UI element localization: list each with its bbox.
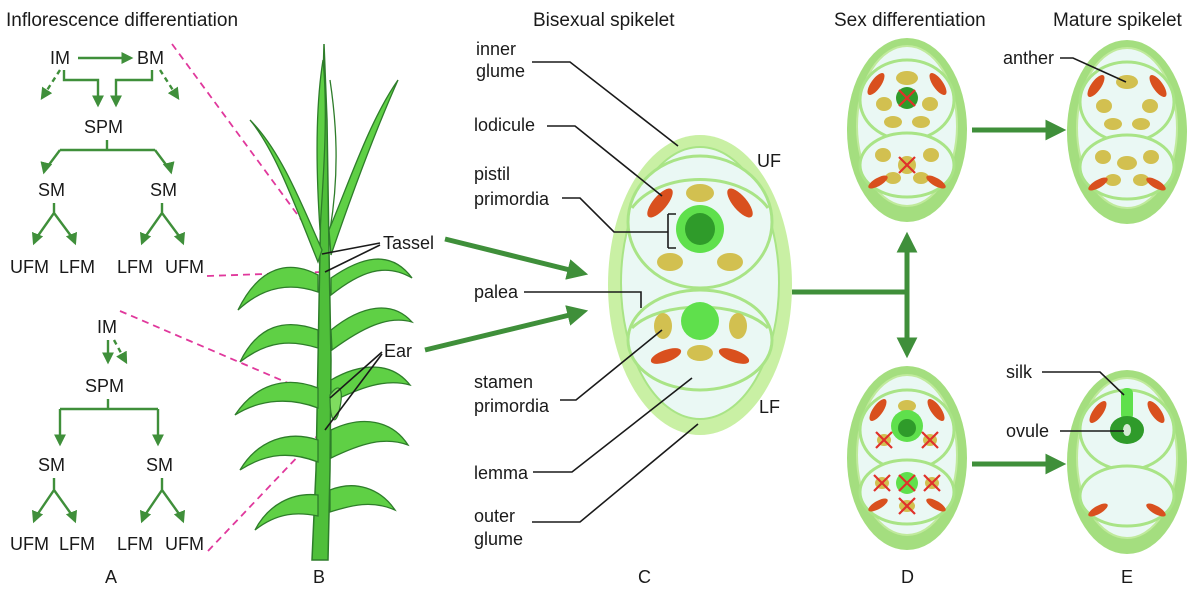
- tree-leaf-lfm-2: LFM: [117, 257, 153, 277]
- label-stamen-2: primordia: [474, 396, 550, 416]
- tree2-leaf-lfm-1: LFM: [59, 534, 95, 554]
- tassel-meristem-tree: IM BM SPM SM SM UFM LFM LFM UFM: [10, 48, 204, 277]
- tree2-leaf-ufm-1: UFM: [10, 534, 49, 554]
- panel-letter-e: E: [1121, 567, 1133, 587]
- tree2-leaf-ufm-2: UFM: [165, 534, 204, 554]
- label-inner-glume-1: inner: [476, 39, 516, 59]
- label-lemma: lemma: [474, 463, 529, 483]
- spm-branch: [44, 140, 171, 171]
- sm-left-branch: [34, 203, 75, 241]
- ear-meristem-tree: IM SPM SM SM UFM LFM LFM UFM: [10, 317, 204, 554]
- label-inner-glume-2: glume: [476, 61, 525, 81]
- label-ovule: ovule: [1006, 421, 1049, 441]
- bm-dashed-arrow: [158, 69, 180, 101]
- label-stamen-1: stamen: [474, 372, 533, 392]
- label-pistil-1: pistil: [474, 164, 510, 184]
- label-silk: silk: [1006, 362, 1033, 382]
- tassel-to-spikelet-arrow: [444, 236, 589, 280]
- tree-node-sm-right: SM: [150, 180, 177, 200]
- tree2-leaf-lfm-2: LFM: [117, 534, 153, 554]
- tree-node-spm: SPM: [84, 117, 123, 137]
- label-outer-glume-2: glume: [474, 529, 523, 549]
- tree-node-sm-left: SM: [38, 180, 65, 200]
- plant-labels: Tassel Ear: [321, 233, 434, 431]
- label-outer-glume-1: outer: [474, 506, 515, 526]
- label-lf: LF: [759, 397, 780, 417]
- tree-leaf-ufm-2: UFM: [165, 257, 204, 277]
- tree2-node-spm: SPM: [85, 376, 124, 396]
- title-sex-differentiation: Sex differentiation: [834, 10, 986, 31]
- label-palea: palea: [474, 282, 519, 302]
- ear-to-spikelet-arrow: [424, 305, 589, 353]
- im-to-spm-arrow: [62, 70, 104, 108]
- mature-labels: anther silk ovule: [1003, 48, 1127, 441]
- panel-letter-a: A: [105, 567, 117, 587]
- tree-node-im: IM: [50, 48, 70, 68]
- title-mature-spikelet: Mature spikelet: [1053, 10, 1183, 31]
- title-inflorescence-differentiation: Inflorescence differentiation: [6, 10, 238, 31]
- tree2-node-sm-right: SM: [146, 455, 173, 475]
- tree-leaf-ufm-1: UFM: [10, 257, 49, 277]
- tree2-spm-branch: [58, 399, 160, 440]
- maize-plant-illustration: [234, 43, 415, 561]
- label-pistil-2: primordia: [474, 189, 550, 209]
- label-lodicule: lodicule: [474, 115, 535, 135]
- panel-letter-b: B: [313, 567, 325, 587]
- label-uf: UF: [757, 151, 781, 171]
- ear-spikelet-differentiated: [847, 366, 967, 550]
- panel-letter-d: D: [901, 567, 914, 587]
- im-dashed-arrow: [40, 69, 62, 101]
- label-anther: anther: [1003, 48, 1054, 68]
- tree2-node-sm-left: SM: [38, 455, 65, 475]
- title-bisexual-spikelet: Bisexual spikelet: [533, 10, 675, 31]
- tree-leaf-lfm-1: LFM: [59, 257, 95, 277]
- tree2-node-im: IM: [97, 317, 117, 337]
- bisexual-spikelet-diagram: [608, 135, 792, 435]
- tassel-spikelet-differentiated: [847, 38, 967, 222]
- panel-letter-c: C: [638, 567, 651, 587]
- bm-to-spm-arrow: [110, 70, 154, 108]
- differentiation-arrows: [792, 231, 918, 359]
- mature-male-spikelet: [1067, 40, 1187, 224]
- mature-female-spikelet: [1067, 370, 1187, 554]
- spikelet-labels: inner glume lodicule pistil primordia pa…: [474, 39, 781, 549]
- label-tassel: Tassel: [383, 233, 434, 253]
- label-ear: Ear: [384, 341, 412, 361]
- sm-right-branch: [142, 203, 183, 241]
- tree-node-bm: BM: [137, 48, 164, 68]
